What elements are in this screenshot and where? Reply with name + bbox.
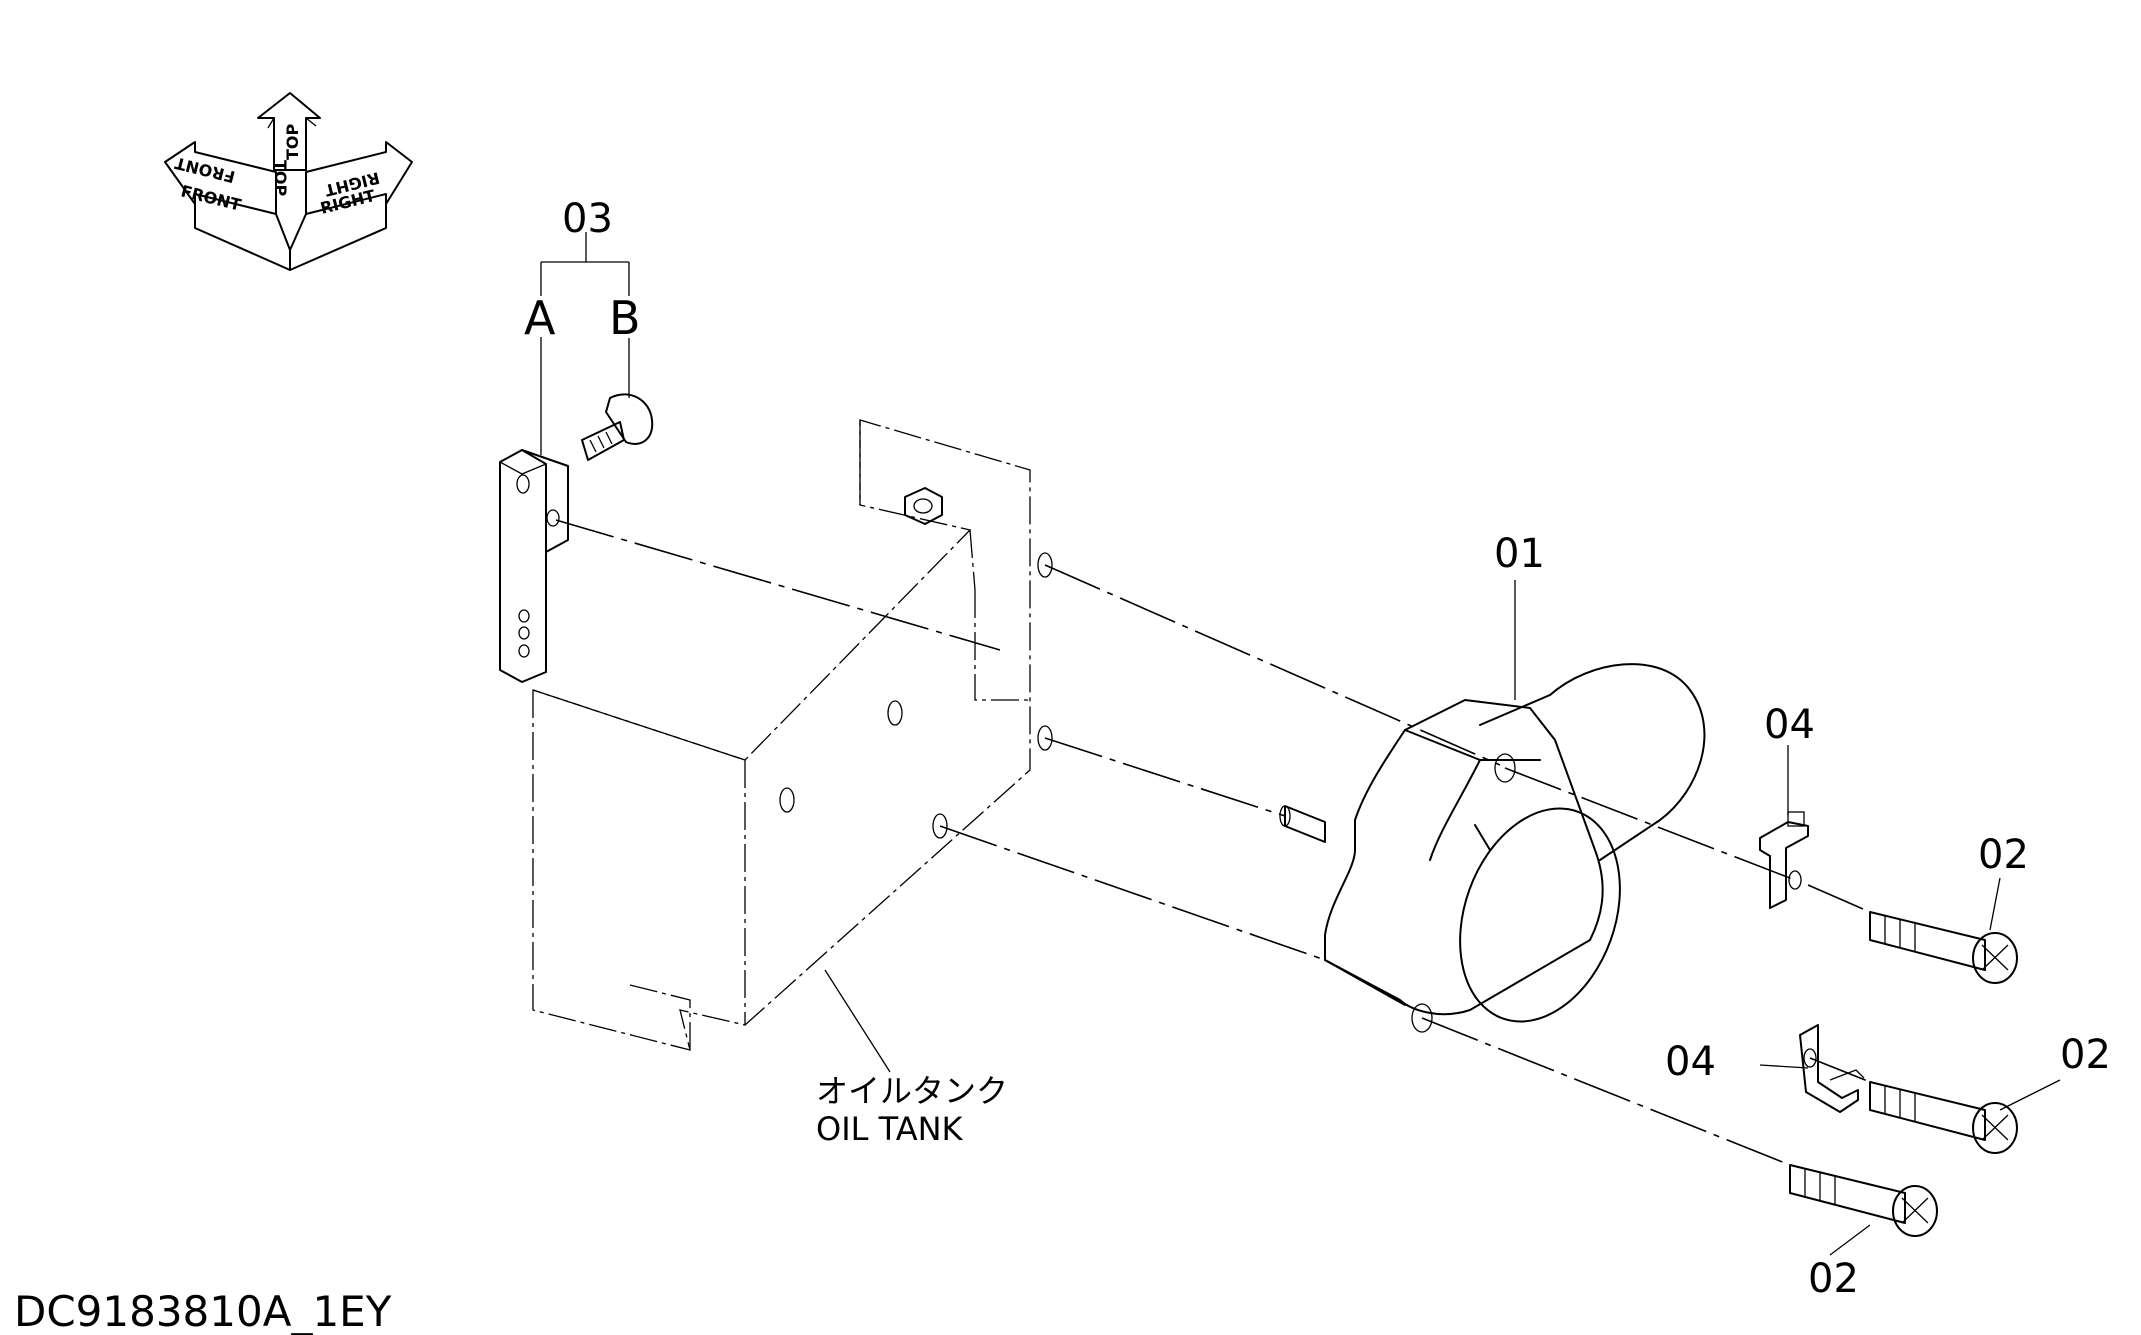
callout-04-lower: 04 [1665,1039,1716,1085]
top-mirror-label: TOP [283,123,302,160]
callout-01: 01 [1494,531,1545,577]
callout-02-middle: 02 [2060,1032,2111,1078]
callout-04-upper: 04 [1764,702,1815,748]
orientation-arrow-icon: FRONT FRONT TOP TOP RIGHT RIGHT [164,92,413,271]
part-03-bracket-block [499,449,569,683]
oil-tank-outline [532,419,1053,1051]
part-04-clamp-upper [1759,811,1809,909]
leader-lines [540,232,2061,1256]
oil-tank-label-jp: オイルタンク [816,1072,1008,1110]
callout-02-lower: 02 [1808,1256,1859,1302]
part-02-bolt-lower [1789,1164,1938,1237]
part-02-bolt-upper [1869,911,2018,984]
callout-02-upper: 02 [1978,832,2029,878]
callout-03-b: B [609,291,641,345]
callout-03-a: A [524,291,556,345]
part-01-main-body [1279,663,1706,1033]
part-02-bolt-middle [1869,1081,2018,1154]
drawing-code: DC9183810A_1EY [14,1287,392,1335]
oil-tank-label-en: OIL TANK [816,1110,964,1148]
assembly-center-lines [555,519,1871,1166]
part-03-screw [581,393,654,461]
part-04-clamp-lower [1799,1024,1865,1113]
callout-03: 03 [562,196,613,242]
top-label: TOP [271,160,290,197]
